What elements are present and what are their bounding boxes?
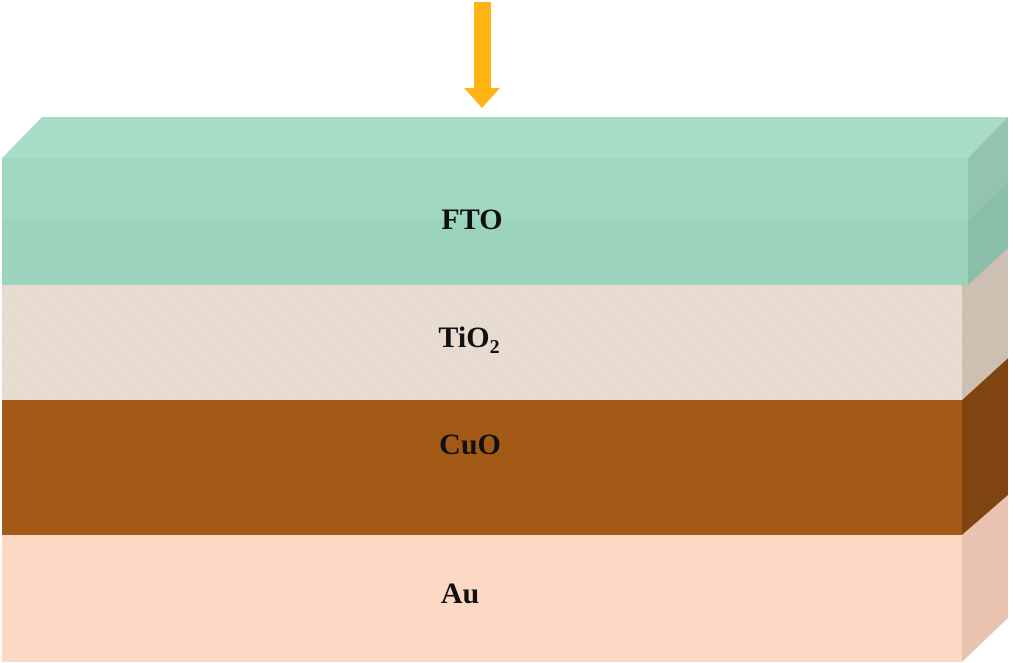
layer-fto [2,117,1008,285]
cuo-label: CuO [439,430,501,460]
tio2-label-text: TiO [438,321,490,354]
au-front-face [2,535,962,662]
tio2-side-texture [962,248,1008,400]
layer-au [2,495,1008,662]
au-label: Au [441,579,479,609]
fto-top-face [2,117,1008,158]
down-arrow-icon [464,2,500,108]
cuo-label-text: CuO [439,428,501,461]
au-side-face [962,495,1008,662]
fto-label-text: FTO [441,203,503,236]
fto-texture [2,220,968,285]
arrow-shaft [474,2,491,90]
fto-label: FTO [441,205,502,235]
tio2-label: TiO2 [438,321,499,358]
arrow-head [464,88,500,108]
layer-tio2 [2,248,1008,400]
cuo-front-face [2,400,962,535]
fto-side-face [968,117,1008,285]
fto-lower-band [2,220,968,285]
layer-cuo [2,358,1008,535]
tio2-texture [2,285,962,400]
cuo-side-face [962,358,1008,535]
tio2-label-subscript: 2 [489,336,500,358]
au-label-text: Au [440,577,480,610]
fto-side-band [968,182,1008,285]
